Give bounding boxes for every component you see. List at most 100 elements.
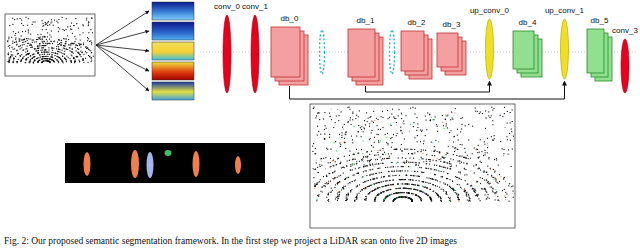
point — [71, 29, 72, 30]
point — [367, 180, 368, 181]
point — [494, 138, 495, 139]
point — [396, 149, 397, 150]
point — [58, 49, 59, 50]
point — [446, 115, 447, 116]
point — [64, 58, 65, 59]
point — [374, 200, 375, 201]
point — [39, 38, 40, 39]
point — [49, 58, 50, 59]
point — [44, 58, 45, 59]
point — [377, 194, 378, 195]
point — [441, 166, 442, 167]
point — [47, 58, 48, 59]
point — [46, 60, 47, 61]
point — [46, 58, 47, 59]
point — [400, 170, 401, 171]
point — [405, 183, 406, 184]
point — [79, 54, 80, 55]
projected-images — [96, 2, 194, 100]
point — [394, 198, 395, 199]
point — [468, 195, 469, 196]
point — [447, 127, 448, 128]
point — [401, 196, 402, 197]
point — [14, 35, 15, 36]
point — [393, 200, 394, 201]
point — [28, 29, 29, 30]
point — [431, 200, 432, 201]
point — [415, 194, 416, 195]
point — [11, 47, 12, 48]
point — [408, 179, 409, 180]
point — [384, 176, 385, 177]
point — [31, 45, 32, 46]
point — [51, 19, 52, 20]
point — [442, 122, 443, 123]
point — [372, 191, 373, 192]
point — [10, 57, 11, 58]
point — [411, 200, 412, 201]
point — [434, 174, 435, 175]
point — [412, 193, 413, 194]
point — [75, 61, 76, 62]
point — [407, 197, 408, 198]
point — [364, 120, 365, 121]
point — [412, 153, 413, 154]
point — [330, 116, 331, 117]
point — [32, 46, 33, 47]
point — [40, 36, 41, 37]
point — [385, 197, 386, 198]
point — [391, 153, 392, 154]
point — [409, 198, 410, 199]
point — [426, 163, 427, 164]
point — [13, 31, 14, 32]
point — [21, 59, 22, 60]
point — [53, 60, 54, 61]
point — [89, 41, 90, 42]
point — [450, 200, 451, 201]
point — [14, 42, 15, 43]
point — [354, 154, 355, 155]
point — [337, 183, 338, 184]
point — [12, 24, 13, 25]
point — [447, 153, 448, 154]
point — [421, 198, 422, 199]
point — [15, 37, 16, 38]
point — [345, 134, 346, 135]
point — [381, 116, 382, 117]
point — [356, 115, 357, 116]
point — [33, 39, 34, 40]
point — [333, 165, 334, 166]
point — [47, 54, 48, 55]
point — [411, 149, 412, 150]
point — [431, 142, 432, 143]
point — [426, 193, 427, 194]
point — [42, 56, 43, 57]
point — [402, 133, 403, 134]
point — [500, 115, 501, 116]
point — [59, 57, 60, 58]
point — [83, 25, 84, 26]
point — [411, 188, 412, 189]
point — [365, 124, 366, 125]
point — [28, 38, 29, 39]
point — [440, 198, 441, 199]
point — [410, 198, 411, 199]
point — [339, 182, 340, 183]
point — [477, 193, 478, 194]
point — [71, 23, 72, 24]
point — [22, 44, 23, 45]
segment — [165, 150, 172, 156]
point — [27, 46, 28, 47]
point — [23, 25, 24, 26]
point — [48, 47, 49, 48]
point — [369, 163, 370, 164]
point — [335, 196, 336, 197]
point — [12, 41, 13, 42]
point — [431, 200, 432, 201]
point — [416, 135, 417, 136]
point — [75, 47, 76, 48]
point — [383, 176, 384, 177]
point — [21, 54, 22, 55]
point — [455, 147, 456, 148]
point — [465, 152, 466, 153]
